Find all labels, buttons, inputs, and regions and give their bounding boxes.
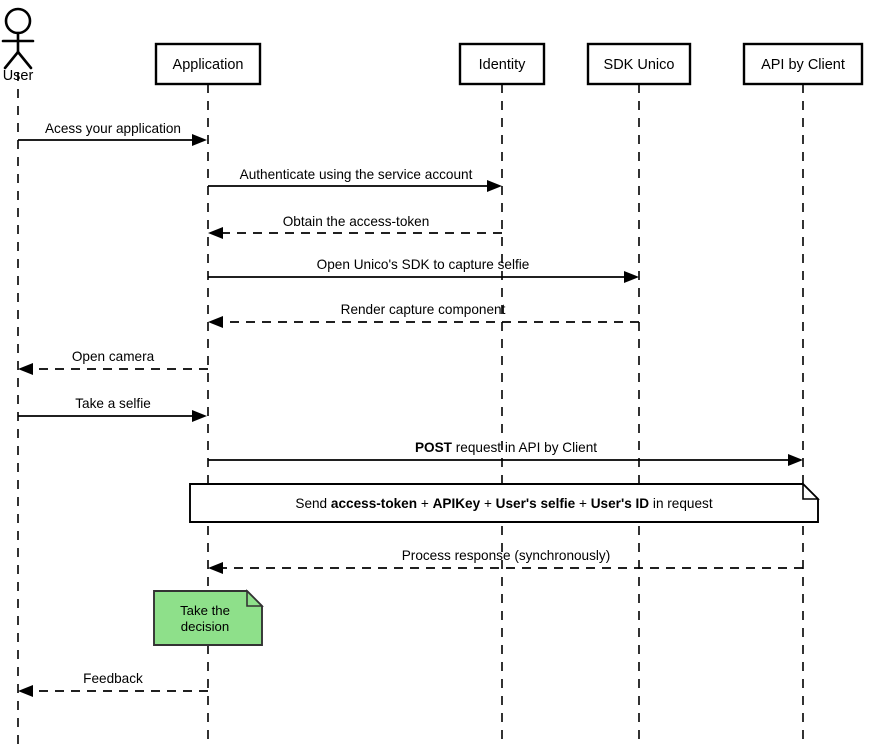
- message-label-post: POST request in API by Client: [415, 440, 597, 455]
- participant-application-box: [154, 42, 262, 86]
- message-label: Acess your application: [45, 121, 181, 136]
- message-take-a-selfie[interactable]: Take a selfie: [18, 396, 207, 422]
- note-request-shape: [189, 483, 819, 523]
- actor-user[interactable]: User: [1, 7, 35, 84]
- note-request-payload[interactable]: Send access-token + APIKey + User's self…: [189, 482, 820, 523]
- message-process-response-synchronously[interactable]: Process response (synchronously): [208, 548, 803, 574]
- participant-sdk-unico[interactable]: SDK Unico: [586, 42, 692, 86]
- note-request-text: Send access-token + APIKey + User's self…: [295, 496, 712, 511]
- arrow-head-right-icon: [192, 134, 207, 146]
- participant-identity-label: Identity: [479, 57, 526, 73]
- arrow-head-right-icon: [788, 454, 803, 466]
- arrow-head-left-icon: [208, 227, 223, 239]
- message-authenticate-using-the-service-account[interactable]: Authenticate using the service account: [208, 167, 502, 192]
- participant-sdk-unico-box: [586, 42, 692, 86]
- actor-head-icon: [4, 7, 32, 35]
- message-obtain-the-access-token[interactable]: Obtain the access-token: [208, 214, 502, 239]
- message-label: Open Unico's SDK to capture selfie: [317, 257, 530, 272]
- message-label: Render capture component: [341, 302, 506, 317]
- arrow-head-left-icon: [18, 685, 33, 697]
- actor-leg-left-icon: [3, 50, 20, 70]
- participant-application-label: Application: [173, 57, 244, 73]
- message-label: Open camera: [72, 349, 155, 364]
- arrow-head-left-icon: [18, 363, 33, 375]
- message-open-unicos-sdk-to-capture-selfie[interactable]: Open Unico's SDK to capture selfie: [208, 257, 639, 283]
- participant-identity-box: [458, 42, 546, 86]
- participant-sdk-unico-label: SDK Unico: [604, 57, 675, 73]
- arrow-head-right-icon: [624, 271, 639, 283]
- note-request-fold-corner: [802, 482, 820, 500]
- message-label-bold-post: POST: [415, 440, 453, 455]
- message-open-camera[interactable]: Open camera: [18, 349, 208, 375]
- note-take-the-decision[interactable]: Take the decision: [153, 589, 264, 646]
- actor-user-label: User: [3, 68, 34, 84]
- arrow-head-right-icon: [192, 410, 207, 422]
- participant-identity[interactable]: Identity: [458, 42, 546, 86]
- message-post-request-in-api-by-client[interactable]: POST request in API by Client: [208, 440, 803, 466]
- participant-application[interactable]: Application: [154, 42, 262, 86]
- arrow-head-left-icon: [208, 316, 223, 328]
- message-render-capture-component[interactable]: Render capture component: [208, 302, 639, 328]
- message-label: Obtain the access-token: [283, 214, 430, 229]
- message-label: Process response (synchronously): [402, 548, 611, 563]
- arrow-head-right-icon: [487, 180, 502, 192]
- message-acess-your-application[interactable]: Acess your application: [18, 121, 207, 146]
- participant-api-client-box: [742, 42, 864, 86]
- note-decision-shape: [153, 590, 263, 646]
- note-decision-line-2: decision: [181, 619, 229, 634]
- note-decision-line-1: Take the: [180, 603, 230, 618]
- participant-api-client[interactable]: API by Client: [742, 42, 864, 86]
- message-label: Authenticate using the service account: [240, 167, 473, 182]
- message-label: Take a selfie: [75, 396, 151, 411]
- message-label: Feedback: [83, 671, 143, 686]
- actor-leg-right-icon: [16, 50, 33, 70]
- note-decision-fold-corner: [246, 589, 264, 607]
- participant-api-client-label: API by Client: [761, 57, 845, 73]
- message-feedback[interactable]: Feedback: [18, 671, 208, 697]
- arrow-head-left-icon: [208, 562, 223, 574]
